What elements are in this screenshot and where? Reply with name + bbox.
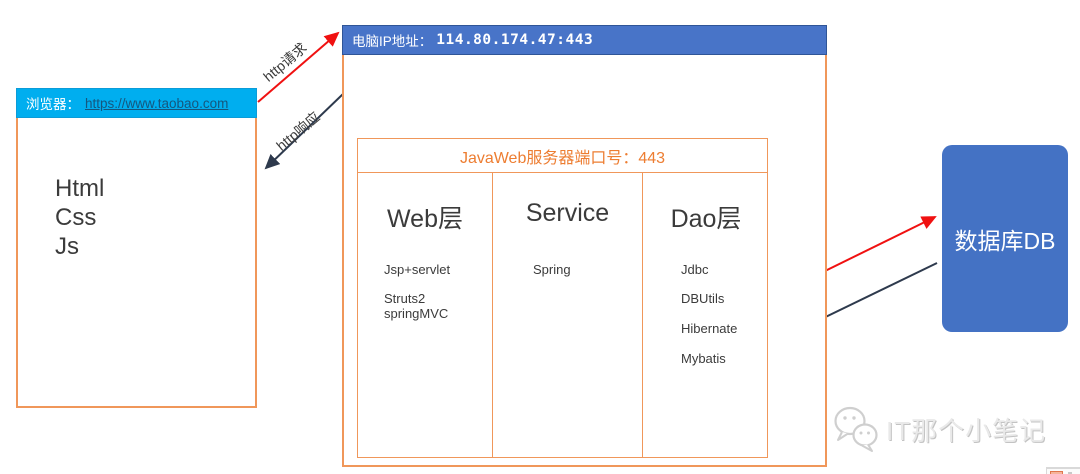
service-layer-column: Service Spring — [492, 173, 643, 457]
database-box: 数据库DB — [942, 145, 1068, 332]
web-layer-title: Web层 — [387, 205, 463, 233]
browser-content: Html Css Js — [55, 174, 104, 261]
browser-tech-html: Html — [55, 175, 105, 202]
watermark: IT那个小笔记 — [832, 405, 1046, 453]
dao-layer-title: Dao层 — [670, 205, 742, 233]
dao-layer-item: Mybatis — [681, 351, 726, 366]
browser-tech-css: Css — [55, 204, 97, 231]
dao-layer-item: Jdbc — [681, 262, 709, 277]
browser-box: 浏览器： https://www.taobao.com Html Css Js — [16, 88, 257, 408]
http-request-label: http请求 — [260, 39, 310, 85]
web-layer-column: Web层 Jsp+servlet Struts2 springMVC — [358, 173, 492, 457]
database-label: 数据库DB — [954, 227, 1056, 254]
web-layer-item: springMVC — [384, 306, 449, 321]
dao-layer-item: Hibernate — [681, 321, 738, 336]
javaweb-server-box: JavaWeb服务器端口号：443 Web层 Jsp+servlet Strut… — [357, 138, 768, 458]
watermark-text: IT那个小笔记 — [886, 415, 1047, 446]
cutoff-gray-dot — [1068, 472, 1072, 474]
http-response-label: http响应 — [273, 108, 323, 154]
service-layer-item: Spring — [533, 262, 571, 277]
server-ip-label: 电脑IP地址： — [352, 34, 433, 49]
wechat-icon — [834, 406, 878, 452]
browser-title: 浏览器： — [26, 97, 80, 112]
dao-layer-column: Dao层 Jdbc DBUtils Hibernate Mybatis — [643, 173, 769, 457]
cutoff-corner-element — [1046, 467, 1080, 474]
dao-layer-item: DBUtils — [681, 291, 725, 306]
server-ip-value: 114.80.174.47:443 — [436, 32, 594, 48]
cutoff-orange-chip — [1050, 471, 1063, 474]
web-layer-item: Struts2 — [384, 291, 426, 306]
browser-tech-js: Js — [55, 233, 79, 260]
browser-header: 浏览器： https://www.taobao.com — [16, 88, 257, 118]
web-layer-item: Jsp+servlet — [384, 262, 451, 277]
server-header: 电脑IP地址： 114.80.174.47:443 — [342, 25, 827, 55]
service-layer-title: Service — [525, 199, 610, 227]
javaweb-port-title: JavaWeb服务器端口号：443 — [358, 139, 767, 173]
browser-url-link[interactable]: https://www.taobao.com — [85, 95, 229, 111]
